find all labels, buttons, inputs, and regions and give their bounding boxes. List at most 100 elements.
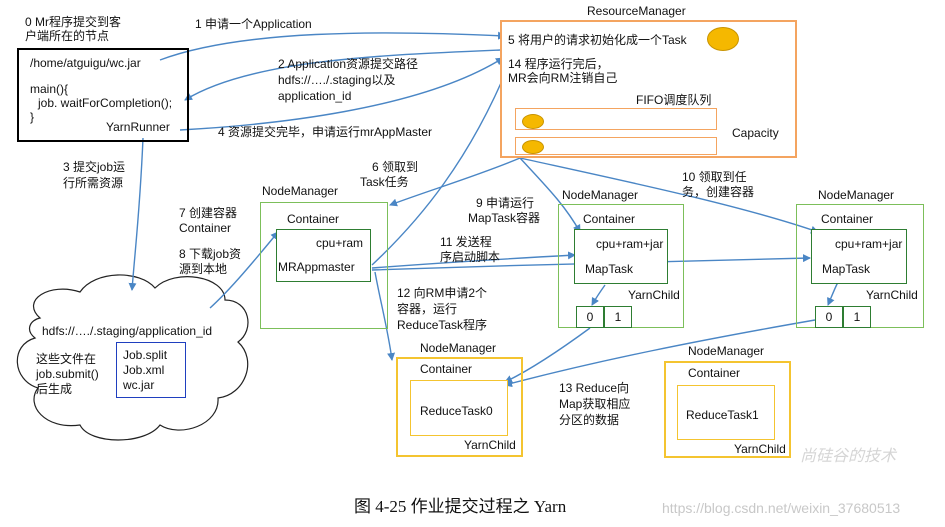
arrow-step2 [184,49,501,101]
step2-line2: hdfs://…./.staging以及 [278,73,396,87]
nm3-container-box [811,229,907,284]
task-dot [707,27,739,51]
step10-line2: 务，创建容器 [682,185,755,199]
hdfs-note-line2: job.submit() [36,367,99,381]
step12-line1: 12 向RM申请2个 [397,286,488,300]
step13-line2: Map获取相应 [559,397,631,411]
queued-task-dot-2 [522,140,544,154]
nm4-container-box [410,380,508,436]
step13-line3: 分区的数据 [559,413,620,427]
step3-line2: 行所需资源 [63,176,124,190]
arrow-step4 [179,57,504,131]
arrow-step10 [519,157,819,234]
step6-line1: 6 领取到 [372,160,419,174]
arrow-step12 [374,271,396,361]
arrow-step6 [389,157,521,207]
yarn-runner-label: YarnRunner [106,120,170,134]
nm2-partition-0: 0 [576,306,604,328]
step8-line2: 源到本地 [179,262,228,276]
figure-caption: 图 4-25 作业提交过程之 Yarn [354,497,567,516]
nm1-container-box [276,229,371,282]
nm4-title: NodeManager [420,341,497,355]
arrow-nm3-partition [827,281,839,306]
fifo-label: FIFO调度队列 [636,93,712,107]
queued-task-dot-1 [522,114,544,129]
step12-line2: 容器，运行 [397,302,458,316]
file-wc-jar: wc.jar [123,378,155,392]
hdfs-note-line3: 后生成 [36,382,73,396]
arrow-step13-b [504,319,816,388]
step2-line3: application_id [278,89,352,103]
file-job-xml: Job.xml [123,363,165,377]
mrappmaster-label: MRAppmaster [278,260,355,274]
step1-label: 1 申请一个Application [195,17,312,31]
staging-files-box [116,342,186,398]
nm2-partition-1: 1 [604,306,632,328]
step2-line1: 2 Application资源提交路径 [278,57,419,71]
resource-manager-box [500,20,797,158]
nm3-yarnchild-label: YarnChild [866,288,918,302]
nm3-maptask-label: MapTask [822,262,871,276]
client-code-close: } [30,110,35,124]
step7-line1: 7 创建容器 [179,206,238,220]
arrow-step13-a [504,327,591,383]
client-jar-path: /home/atguigu/wc.jar [30,56,141,70]
step4-label: 4 资源提交完毕，申请运行mrAppMaster [218,125,433,139]
nm2-container-box [574,229,668,284]
arrow-step8 [209,231,279,309]
step11-line1: 11 发送程 [440,235,492,249]
fifo-queue-slot-1 [515,108,717,130]
arrow-step11-a [371,251,576,269]
nm1-container-label: Container [287,212,340,226]
nm5-container-box [677,385,775,440]
client-code-main: main(){ [30,82,69,96]
csdn-watermark: https://blog.csdn.net/weixin_37680513 [662,500,901,516]
reducetask1-label: ReduceTask1 [686,408,759,422]
nm4-box [396,357,523,457]
reducetask0-label: ReduceTask0 [420,404,493,418]
nm3-resources: cpu+ram+jar [835,237,903,251]
hdfs-note-line1: 这些文件在 [36,352,97,366]
nm4-yarnchild-label: YarnChild [464,438,516,452]
step11-line2: 序启动脚本 [440,250,501,264]
arrow-rm-nm2 [519,157,581,233]
file-job-split: Job.split [123,348,168,362]
step9-line1: 9 申请运行 [476,196,535,210]
step0-line1: 0 Mr程序提交到客 [25,15,122,29]
nm3-container-label: Container [821,212,874,226]
nm3-partition-1: 1 [843,306,871,328]
nm3-title: NodeManager [818,188,895,202]
nm2-maptask-label: MapTask [585,262,634,276]
step14-line2: MR会向RM注销自己 [508,71,618,85]
arrow-step3 [128,137,144,291]
step7-line2: Container [179,221,232,235]
step14-line1: 14 程序运行完后， [508,57,609,71]
capacity-label: Capacity [732,126,779,140]
step5-label: 5 将用户的请求初始化成一个Task [508,33,687,47]
nm3-partition-0: 0 [815,306,843,328]
step3-line1: 3 提交job运 [63,160,126,174]
nm2-title: NodeManager [562,188,639,202]
nm5-yarnchild-label: YarnChild [734,442,786,456]
nm2-container-label: Container [583,212,636,226]
nm5-title: NodeManager [688,344,765,358]
nm5-box [664,361,791,458]
nm2-resources: cpu+ram+jar [596,237,664,251]
step13-line1: 13 Reduce向 [559,381,630,395]
step9-line2: MapTask容器 [468,211,541,225]
client-node-box [17,48,189,142]
nm1-box [260,202,388,329]
step8-line1: 8 下载job资 [179,247,242,261]
ghost-watermark: 尚硅谷的技术 [800,448,897,465]
step12-line3: ReduceTask程序 [397,318,488,332]
arrow-nm2-partition [591,284,606,306]
nm1-resources: cpu+ram [316,236,364,250]
arrow-step9 [371,61,512,266]
nm4-container-label: Container [420,362,473,376]
fifo-queue-slot-2 [515,137,717,155]
client-code-wait: job. waitForCompletion(); [38,96,173,110]
rm-title: ResourceManager [587,4,686,18]
arrow-step1 [159,31,506,61]
step0-line2: 户端所在的节点 [25,29,110,43]
hdfs-staging-path: hdfs://…./.staging/application_id [42,324,213,338]
